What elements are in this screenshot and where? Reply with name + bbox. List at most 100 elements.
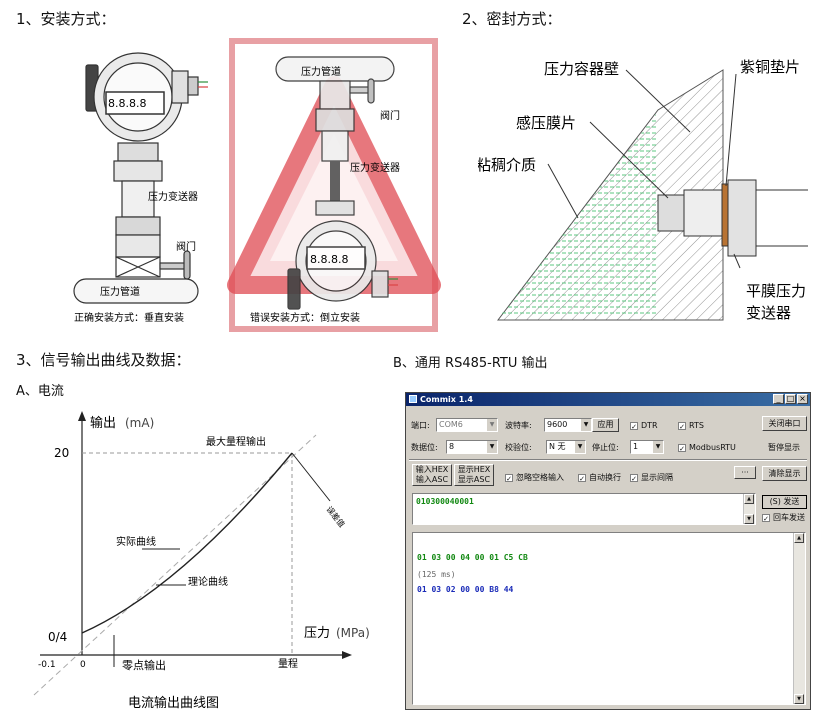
clear-display-button[interactable]: 清除显示 (762, 466, 807, 481)
scroll-down-icon[interactable]: ▼ (744, 514, 754, 524)
display-mode-button[interactable]: 显示HEX 显示ASC (454, 464, 494, 486)
flat-transmitter-label-2: 变送器 (746, 304, 791, 322)
maximize-button[interactable]: □ (785, 394, 796, 404)
input-hex-label: 输入HEX (415, 465, 449, 474)
close-button[interactable]: × (797, 394, 808, 404)
y-tick-20: 20 (54, 446, 69, 460)
check-icon: ✓ (505, 473, 513, 483)
more-options-button[interactable]: ··· (734, 466, 756, 479)
scroll-up-icon[interactable]: ▲ (794, 533, 804, 543)
y-tick-0-4: 0/4 (48, 630, 67, 644)
section-rs485-heading: B、通用 RS485-RTU 输出 (393, 356, 548, 371)
modbus-checkbox[interactable]: ✓ModbusRTU (678, 441, 736, 455)
stopbits-label: 停止位: (592, 443, 619, 452)
check-icon: ✓ (578, 473, 586, 483)
databits-select[interactable]: 8▼ (446, 440, 498, 454)
auto-wrap-checkbox[interactable]: ✓自动换行 (578, 471, 621, 485)
x-tick-neg: -0.1 (38, 660, 56, 670)
wrong-display-readout: 8.8.8.8 (310, 253, 348, 266)
check-icon: ✓ (762, 513, 770, 523)
viscous-medium (500, 114, 656, 316)
vessel-wall-label: 压力容器壁 (544, 60, 619, 78)
receive-output-area[interactable]: 01 03 00 04 00 01 C5 CB (125 ms) 01 03 0… (412, 532, 806, 705)
apply-button[interactable]: 应用 (592, 418, 619, 432)
interval-line: (125 ms) (417, 570, 456, 579)
input-asc-label: 输入ASC (415, 475, 449, 484)
x-axis-unit: (MPa) (336, 626, 370, 640)
rts-checkbox[interactable]: ✓RTS (678, 419, 704, 433)
minimize-button[interactable]: _ (773, 394, 784, 404)
chevron-down-icon: ▼ (486, 441, 497, 453)
y-axis-unit: (mA) (125, 416, 154, 430)
wrong-pipe-label: 压力管道 (301, 65, 341, 78)
show-interval-checkbox[interactable]: ✓显示间隔 (630, 471, 673, 485)
pause-display-link[interactable]: 暂停显示 (768, 443, 800, 452)
send-input-text: 010300040001 (416, 497, 474, 506)
overload-label: 误差值 (324, 504, 347, 529)
send-input-area[interactable]: 010300040001 ▲▼ (412, 493, 756, 525)
cr-send-label: 回车发送 (773, 513, 805, 522)
section-seal-heading: 2、密封方式： (462, 10, 562, 28)
port-value: COM6 (439, 420, 463, 429)
dtr-label: DTR (641, 421, 658, 430)
display-asc-label: 显示ASC (457, 475, 491, 484)
chevron-down-icon: ▼ (580, 419, 591, 431)
viscous-medium-label: 粘稠介质 (478, 156, 536, 174)
section-current-heading: A、电流 (16, 384, 64, 399)
wrong-transmitter (275, 56, 398, 310)
input-mode-button[interactable]: 输入HEX 输入ASC (412, 464, 452, 486)
ignore-space-checkbox[interactable]: ✓忽略空格输入 (505, 471, 564, 485)
diaphragm-label: 感压膜片 (516, 114, 576, 132)
databits-label: 数据位: (411, 443, 438, 452)
ignore-space-label: 忽略空格输入 (516, 473, 564, 482)
check-icon: ✓ (678, 421, 686, 431)
y-axis-label: 输出 (90, 415, 116, 431)
chart-caption: 电流输出曲线图 (128, 695, 219, 711)
show-interval-label: 显示间隔 (641, 473, 673, 482)
x-axis-label: 压力 (304, 626, 330, 641)
chevron-down-icon: ▼ (574, 441, 585, 453)
stopbits-value: 1 (633, 442, 639, 451)
dtr-checkbox[interactable]: ✓DTR (630, 419, 658, 433)
output-scrollbar[interactable]: ▲▼ (793, 533, 805, 704)
parity-label: 校验位: (505, 443, 532, 452)
actual-curve (81, 452, 293, 634)
correct-display-readout: 8.8.8.8 (108, 97, 146, 110)
wrong-install-caption: 错误安装方式：倒立安装 (250, 311, 360, 324)
baud-value: 9600 (547, 420, 568, 429)
commix-window: Commix 1.4 _ □ × 端口: COM6▼ 波特率: 9600▼ 应用… (405, 392, 811, 710)
send-button[interactable]: (S) 发送 (762, 495, 807, 509)
check-icon: ✓ (630, 473, 638, 483)
separator (409, 459, 807, 461)
actual-curve-label: 实际曲线 (116, 535, 156, 548)
flat-transmitter-label-1: 平膜压力 (746, 282, 806, 300)
stopbits-select[interactable]: 1▼ (630, 440, 664, 454)
correct-transmitter (73, 52, 208, 304)
correct-valve-label: 阀门 (176, 240, 196, 253)
baud-select[interactable]: 9600 ▼ (544, 418, 592, 432)
zero-output-label: 零点输出 (122, 658, 166, 672)
parity-select[interactable]: N 无 ▼ (546, 440, 586, 454)
modbus-label: ModbusRTU (689, 443, 736, 452)
correct-install-caption: 正确安装方式：垂直安装 (74, 311, 184, 324)
chevron-down-icon: ▼ (652, 441, 663, 453)
scroll-down-icon[interactable]: ▼ (794, 694, 804, 704)
cr-send-checkbox[interactable]: ✓回车发送 (762, 511, 805, 525)
databits-value: 8 (449, 442, 455, 451)
range-label: 量程 (278, 658, 298, 670)
baud-label: 波特率: (505, 421, 532, 430)
copper-gasket (721, 183, 729, 247)
seal-diagram: 压力容器壁 紫铜垫片 感压膜片 粘稠介质 平膜压力 变送器 (478, 58, 808, 322)
parity-value: N 无 (549, 442, 566, 451)
input-scrollbar[interactable]: ▲▼ (743, 494, 755, 524)
max-output-label: 最大量程输出 (206, 435, 266, 448)
check-icon: ✓ (678, 443, 686, 453)
installation-diagram: 8.8.8.8 压力变送器 阀门 压力管道 正确安装方式：垂直安装 压力管道 阀… (73, 38, 441, 332)
app-icon (409, 395, 417, 403)
current-output-chart: 输出 (mA) 压力 (MPa) 20 0/4 0 -0.1 最大量程输出 误差… (33, 411, 370, 711)
port-select[interactable]: COM6▼ (436, 418, 498, 432)
x-tick-0: 0 (80, 660, 86, 670)
rts-label: RTS (689, 421, 704, 430)
scroll-up-icon[interactable]: ▲ (744, 494, 754, 504)
close-port-button[interactable]: 关闭串口 (762, 416, 807, 431)
